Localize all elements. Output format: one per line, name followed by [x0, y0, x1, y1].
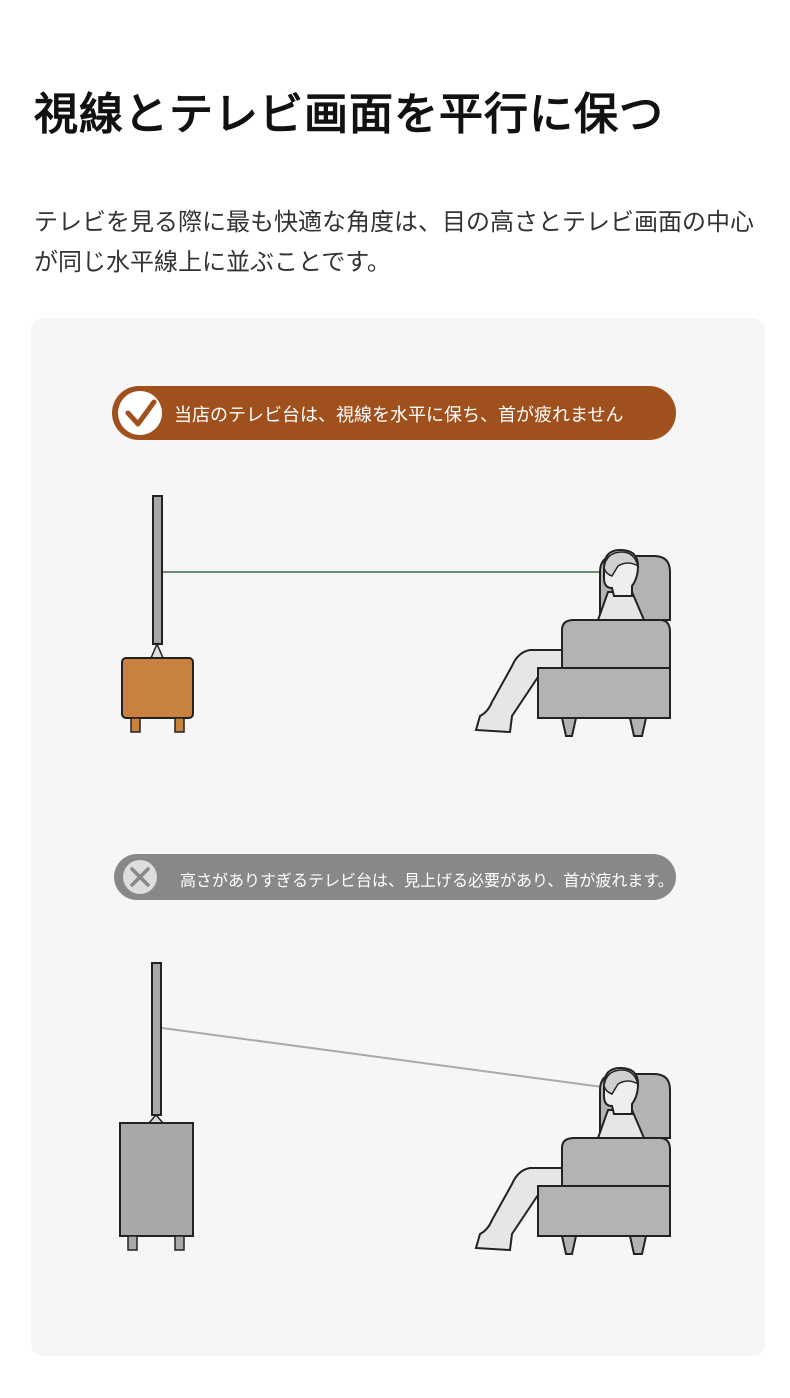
stand-leg	[130, 717, 141, 733]
viewer-in-armchair	[475, 549, 671, 737]
good-case: 当店のテレビ台は、視線を水平に保ち、首が疲れません	[112, 386, 676, 737]
page-description: テレビを見る際に最も快適な角度は、目の高さとテレビ画面の中心が同じ水平線上に並ぶ…	[34, 208, 754, 276]
good-case-banner	[112, 386, 676, 440]
stand-leg	[174, 717, 185, 733]
bad-case-banner	[114, 854, 676, 900]
page-title: 視線とテレビ画面を平行に保つ	[34, 89, 664, 140]
viewer-in-armchair	[475, 1067, 671, 1255]
check-mark	[125, 399, 157, 427]
tv-screen	[152, 495, 163, 645]
stand-leg	[127, 1235, 138, 1251]
tv-mount	[147, 1113, 165, 1124]
check-icon	[118, 391, 162, 435]
stand-leg	[174, 1235, 185, 1251]
bad-case-label: 高さがありすぎるテレビ台は、見上げる必要があり、首が疲れます。	[180, 871, 674, 890]
low-tv-stand	[121, 657, 194, 719]
tv-screen	[151, 962, 162, 1116]
close-mark	[130, 867, 150, 887]
tall-tv-stand	[119, 1122, 194, 1237]
sight-line-upward	[161, 1027, 611, 1089]
tv-mount	[149, 642, 165, 659]
good-case-label: 当店のテレビ台は、視線を水平に保ち、首が疲れません	[174, 405, 623, 426]
bad-case: 高さがありすぎるテレビ台は、見上げる必要があり、首が疲れます。	[114, 854, 676, 1255]
